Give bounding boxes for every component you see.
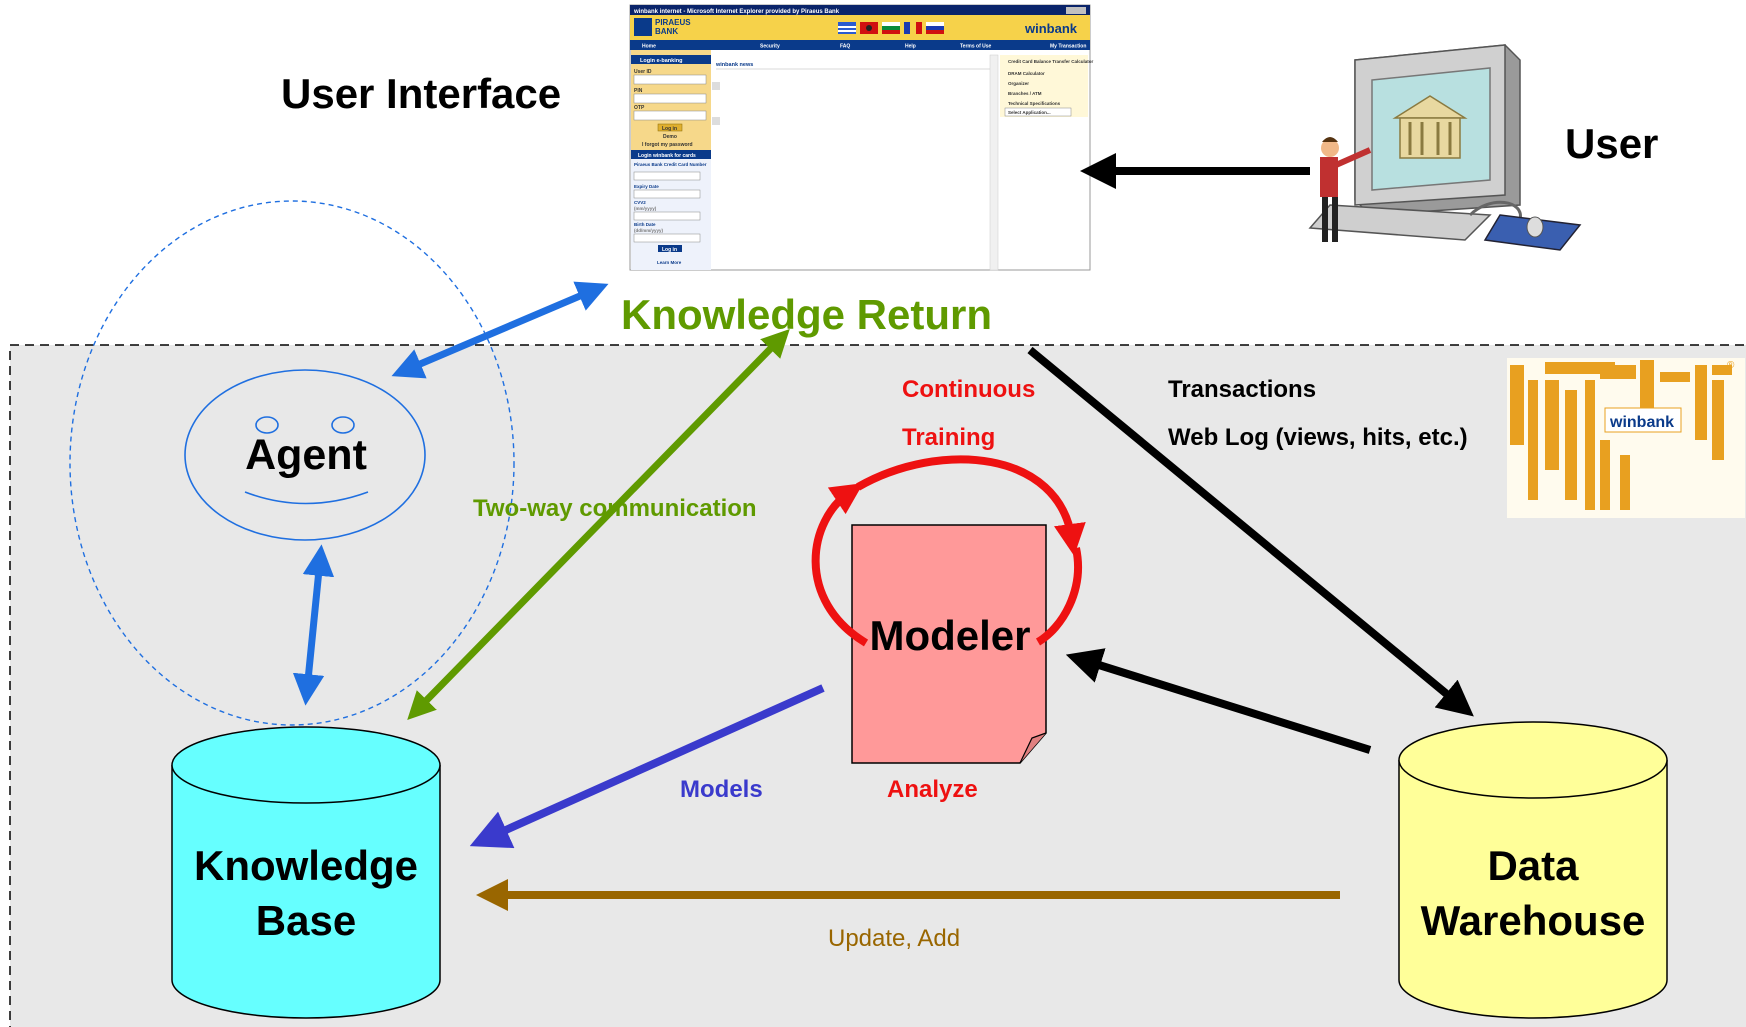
models-label: Models xyxy=(680,776,763,803)
svg-text:winbank news: winbank news xyxy=(715,62,753,68)
svg-text:(mm/yyyy): (mm/yyyy) xyxy=(634,206,657,211)
models-arrow xyxy=(469,684,825,849)
svg-text:Login e-banking: Login e-banking xyxy=(640,58,682,64)
web-log-label: Web Log (views, hits, etc.) xyxy=(1168,424,1468,451)
knowledge-base-cylinder xyxy=(171,726,441,1019)
browser-title: winbank internet - Microsoft Internet Ex… xyxy=(633,9,840,15)
agent-kb-arrow xyxy=(292,544,335,706)
svg-text:DRAM Calculator: DRAM Calculator xyxy=(1008,71,1045,76)
svg-text:Expiry Date: Expiry Date xyxy=(634,184,659,189)
training-cycle-arrow-1 xyxy=(811,483,869,647)
svg-text:Birth Date: Birth Date xyxy=(634,222,656,227)
data-warehouse-cylinder xyxy=(1398,721,1668,1019)
agent-eye-right xyxy=(331,416,355,434)
analyze-arrow xyxy=(1065,648,1372,754)
svg-text:CVV2: CVV2 xyxy=(634,200,646,205)
svg-text:Piraeus Bank Credit Card Numbe: Piraeus Bank Credit Card Number xyxy=(634,162,707,167)
svg-text:User ID: User ID xyxy=(634,69,652,75)
svg-text:Terms of Use: Terms of Use xyxy=(960,44,992,50)
svg-text:PIRAEUS: PIRAEUS xyxy=(655,18,691,27)
two-way-communication-label: Two-way communication xyxy=(473,495,757,522)
svg-text:Demo: Demo xyxy=(663,134,677,140)
training-cycle-arrow-2 xyxy=(856,455,1086,556)
svg-text:PIN: PIN xyxy=(634,88,643,94)
bank-logo-icon xyxy=(634,18,652,36)
continuous-label: Continuous xyxy=(902,376,1035,403)
word-collage-logo: winbank ® xyxy=(1507,358,1745,518)
modeler-label: Modeler xyxy=(869,612,1030,659)
svg-text:Organizer: Organizer xyxy=(1008,81,1029,86)
agent-mouth xyxy=(244,491,369,505)
svg-text:Home: Home xyxy=(642,44,656,50)
data-warehouse-label-line2: Warehouse xyxy=(1421,897,1646,944)
svg-text:Log in: Log in xyxy=(662,247,677,253)
svg-text:Login winbank for cards: Login winbank for cards xyxy=(638,153,696,159)
knowledge-return-label: Knowledge Return xyxy=(621,291,992,338)
language-flags-icon xyxy=(838,22,944,34)
computer-user-icon xyxy=(1308,44,1582,251)
svg-text:I forgot my password: I forgot my password xyxy=(642,142,693,148)
svg-text:Branches / ATM: Branches / ATM xyxy=(1008,91,1042,96)
user-interface-screenshot: winbank internet - Microsoft Internet Ex… xyxy=(629,4,1094,271)
svg-text:Learn More: Learn More xyxy=(657,260,682,265)
training-label: Training xyxy=(902,424,995,451)
svg-text:Technical Specifications: Technical Specifications xyxy=(1008,101,1061,106)
svg-text:(dd/mm/yyyy): (dd/mm/yyyy) xyxy=(634,228,664,233)
agent-label: Agent xyxy=(245,431,367,479)
svg-text:Log in: Log in xyxy=(662,126,677,132)
user-interface-label: User Interface xyxy=(281,70,561,117)
winbank-brand: winbank xyxy=(1024,21,1078,36)
modeler-dogear xyxy=(1019,732,1047,764)
svg-text:Security: Security xyxy=(760,44,780,50)
transactions-arrow xyxy=(1027,346,1474,717)
data-warehouse-label-line1: Data xyxy=(1487,842,1579,889)
svg-text:®: ® xyxy=(1727,360,1735,371)
transactions-label: Transactions xyxy=(1168,376,1316,403)
knowledge-base-label-line1: Knowledge xyxy=(194,842,418,889)
bank-building-icon xyxy=(1392,95,1468,159)
svg-text:OTP: OTP xyxy=(634,105,645,111)
svg-text:FAQ: FAQ xyxy=(840,44,850,50)
analyze-label: Analyze xyxy=(887,776,978,803)
svg-text:Select Application...: Select Application... xyxy=(1008,110,1051,115)
svg-text:winbank: winbank xyxy=(1609,414,1674,431)
knowledge-base-label-line2: Base xyxy=(256,897,356,944)
svg-text:My Transaction: My Transaction xyxy=(1050,44,1086,50)
two-way-communication-arrow xyxy=(407,328,790,721)
user-label: User xyxy=(1565,120,1658,167)
svg-text:Credit Card Balance Transfer C: Credit Card Balance Transfer Calculator xyxy=(1008,59,1094,64)
update-add-label: Update, Add xyxy=(828,925,960,952)
training-cycle-arrow-3 xyxy=(1035,547,1082,646)
svg-text:Help: Help xyxy=(905,44,916,50)
agent-eye-left xyxy=(255,416,279,434)
svg-text:BANK: BANK xyxy=(655,27,678,36)
